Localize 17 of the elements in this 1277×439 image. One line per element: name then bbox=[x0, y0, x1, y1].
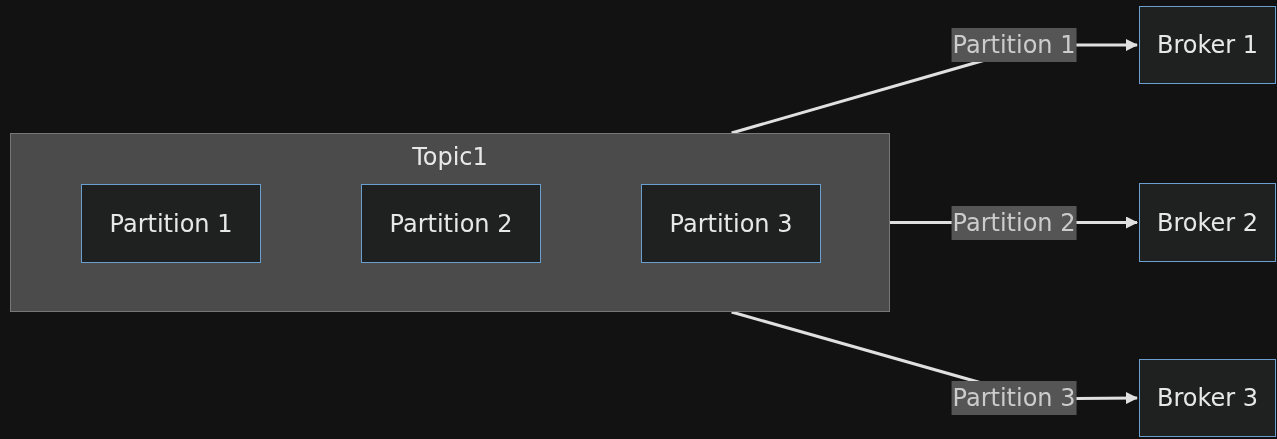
process-box bbox=[81, 184, 261, 263]
edge-label: Partition 2 bbox=[951, 205, 1077, 240]
process-box bbox=[641, 184, 821, 263]
group-box bbox=[10, 133, 890, 312]
node-label: Topic1 bbox=[412, 142, 488, 172]
process-box bbox=[1139, 183, 1276, 262]
process-box bbox=[1139, 6, 1276, 84]
edge-label: Partition 3 bbox=[951, 381, 1077, 415]
node-label: Broker 3 bbox=[1156, 383, 1259, 413]
node-label: Partition 3 bbox=[669, 208, 793, 239]
node-label: Partition 1 bbox=[109, 208, 233, 239]
process-box bbox=[361, 184, 541, 263]
edge-label: Partition 1 bbox=[951, 28, 1077, 62]
process-box bbox=[1139, 359, 1276, 437]
node-label: Broker 1 bbox=[1156, 30, 1259, 60]
node-label: Broker 2 bbox=[1156, 207, 1259, 238]
node-label: Partition 2 bbox=[389, 208, 513, 239]
